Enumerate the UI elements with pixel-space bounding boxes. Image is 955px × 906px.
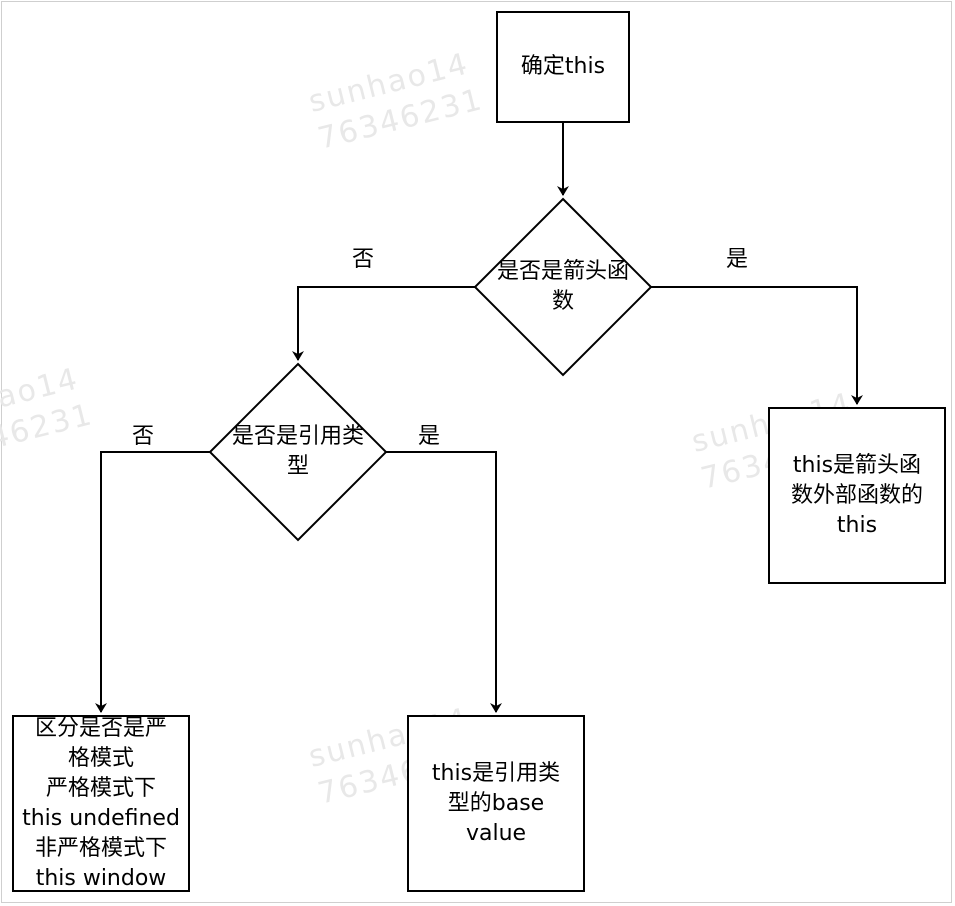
start-label: 确定this — [520, 54, 606, 79]
result-arrow-label: this是箭头函 数外部函数的 this — [790, 452, 923, 538]
result-mode-label: 区分是否是严 格模式 严格模式下 this undefined 非严格模式下 t… — [22, 717, 180, 890]
decision-reference-label: 是否是引用类 型 — [231, 424, 364, 479]
edge-arrow-no — [292, 286, 475, 361]
edge-reference-yes — [386, 451, 502, 713]
result-base-box[interactable] — [407, 715, 585, 892]
decision-arrow-diamond[interactable] — [473, 197, 653, 377]
result-mode-box[interactable] — [12, 715, 190, 892]
edge-arrow-yes — [651, 286, 863, 405]
edge-label-arrow-yes: 是 — [726, 247, 749, 272]
decision-reference-diamond[interactable] — [208, 362, 388, 542]
edge-label-reference-yes: 是 — [418, 424, 441, 449]
edge-label-reference-no: 否 — [132, 424, 155, 449]
result-arrow-box[interactable] — [768, 407, 946, 584]
decision-arrow-label: 是否是箭头函 数 — [496, 259, 629, 314]
result-base-label: this是引用类 型的base value — [431, 760, 561, 846]
edge-label-arrow-no: 否 — [352, 247, 375, 272]
edge-reference-no — [95, 451, 210, 713]
